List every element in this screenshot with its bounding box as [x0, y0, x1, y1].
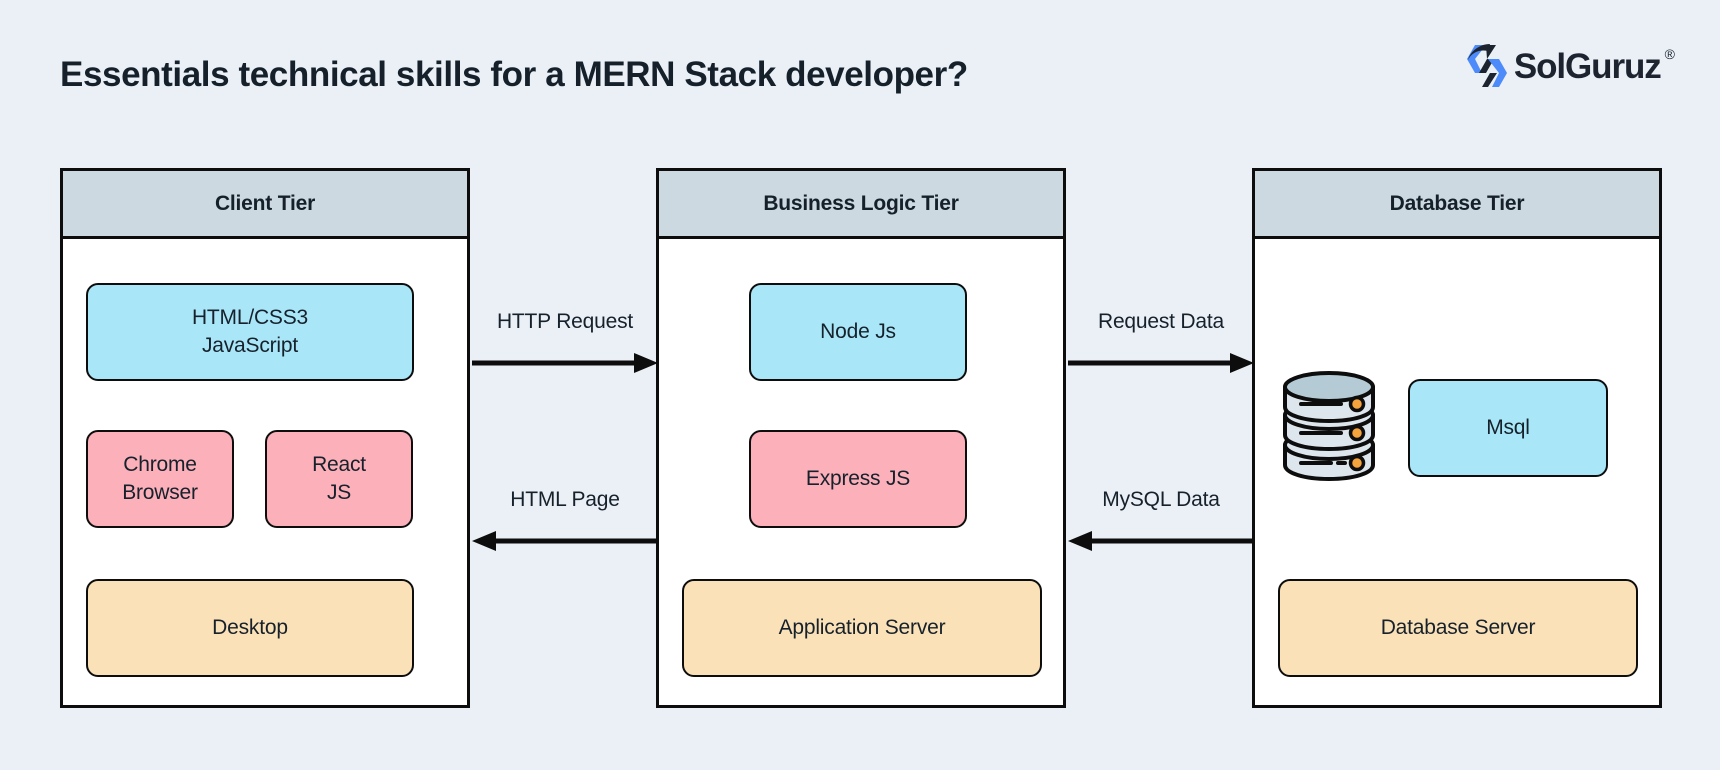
arrow-left-html-page-icon: [472, 531, 658, 551]
tier-header-database: Database Tier: [1255, 171, 1659, 239]
card-database-server[interactable]: Database Server: [1278, 579, 1638, 677]
database-icon: [1283, 371, 1375, 481]
tier-panel-business-logic: Business Logic Tier Node Js Express JS A…: [656, 168, 1066, 708]
card-node-js[interactable]: Node Js: [749, 283, 967, 381]
tier-header-client: Client Tier: [63, 171, 467, 239]
tier-body-business-logic: Node Js Express JS Application Server: [659, 239, 1063, 708]
card-application-server[interactable]: Application Server: [682, 579, 1042, 677]
brand-wordmark: SolGuruz: [1513, 46, 1662, 86]
registered-mark: ®: [1664, 46, 1675, 62]
page-title: Essentials technical skills for a MERN S…: [60, 55, 968, 94]
card-msql[interactable]: Msql: [1408, 379, 1608, 477]
solguruz-mark-icon: [1466, 44, 1507, 87]
tier-panel-database: Database Tier: [1252, 168, 1662, 708]
brand-logo: SolGuruz ®: [1466, 42, 1675, 90]
tier-header-business-logic: Business Logic Tier: [659, 171, 1063, 239]
card-desktop[interactable]: Desktop: [86, 579, 414, 677]
connector-label-request-data: Request Data: [1097, 310, 1224, 333]
connector-label-http-request: HTTP Request: [496, 310, 634, 333]
connector-label-mysql-data: MySQL Data: [1102, 488, 1220, 511]
arrow-right-request-data-icon: [1068, 353, 1254, 373]
card-express-js[interactable]: Express JS: [749, 430, 967, 528]
tier-body-database: Msql Database Server: [1255, 239, 1659, 708]
arrow-right-http-request-icon: [472, 353, 658, 373]
connector-label-html-page: HTML Page: [510, 488, 620, 511]
arrow-left-mysql-data-icon: [1068, 531, 1254, 551]
